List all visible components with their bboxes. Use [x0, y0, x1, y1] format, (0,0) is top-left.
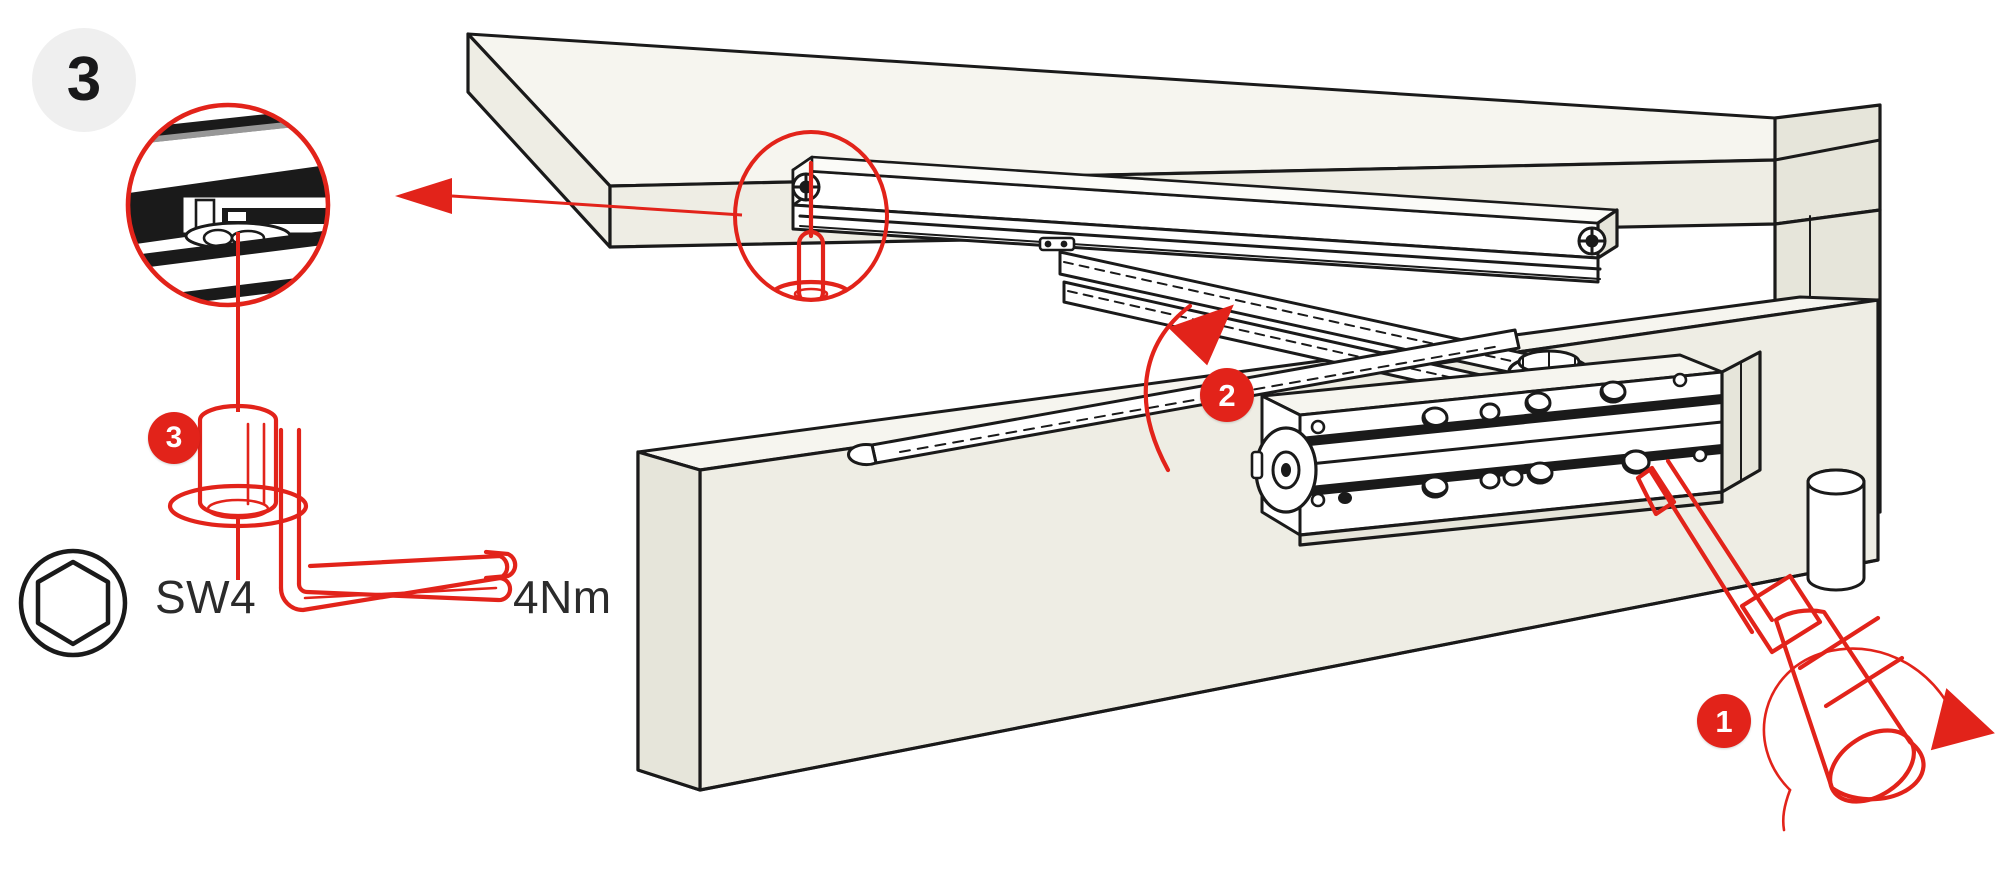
slide-rail	[791, 155, 1619, 284]
rail-slider	[1038, 236, 1076, 252]
step-number-chip: 3	[32, 28, 136, 132]
screwdriver[interactable]	[1635, 458, 2000, 832]
step-number-label: 3	[66, 45, 102, 114]
callout-badge-1-label: 1	[1715, 703, 1733, 739]
slider-fixing-screw	[167, 300, 309, 580]
callout-badge-1[interactable]: 1	[1697, 694, 1751, 748]
rail-screw-left	[791, 172, 821, 202]
detail-magnified-circle	[125, 102, 331, 308]
arm-swing-arrow	[1143, 303, 1234, 473]
detail-leader-arrow	[395, 178, 743, 217]
closer-adjustment-ports	[1310, 372, 1708, 508]
closer-end-cap	[1250, 426, 1318, 514]
callout-badge-3[interactable]: 3	[148, 412, 200, 464]
torque-label: 4Nm	[513, 571, 612, 623]
callout-badge-3-label: 3	[165, 421, 183, 454]
pivot-plug	[1806, 468, 1866, 592]
socket-size-label: SW4	[155, 571, 257, 623]
rail-screw-right	[1577, 226, 1607, 256]
door-closer-body	[1250, 350, 1762, 547]
allen-key-icon	[278, 427, 518, 613]
callout-badge-2-label: 2	[1218, 377, 1236, 413]
hex-socket-icon	[18, 548, 128, 658]
callout-badge-2[interactable]: 2	[1200, 368, 1254, 422]
